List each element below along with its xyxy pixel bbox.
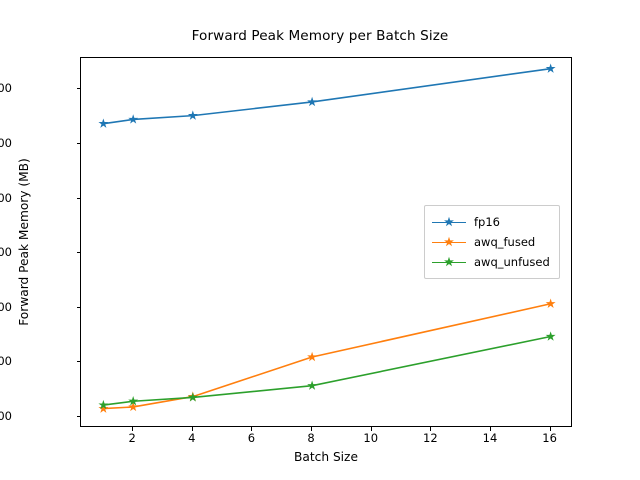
y-tick-label: 18000 xyxy=(0,81,12,96)
x-tick-mark xyxy=(370,427,372,431)
data-point-marker xyxy=(307,380,318,390)
series-awq_fused xyxy=(98,298,556,413)
plot-series-svg xyxy=(98,63,556,413)
legend-item-fp16[interactable]: fp16 xyxy=(432,212,550,232)
data-point-marker xyxy=(545,331,556,341)
star-icon xyxy=(444,256,454,267)
y-tick-mark xyxy=(76,361,80,363)
series-fp16 xyxy=(98,63,556,128)
x-tick-mark xyxy=(251,427,253,431)
x-tick-label: 10 xyxy=(363,431,379,445)
y-tick-mark xyxy=(76,252,80,254)
data-point-marker xyxy=(128,114,139,124)
x-tick-label: 14 xyxy=(482,431,498,445)
y-tick-mark xyxy=(76,197,80,199)
legend-swatch xyxy=(432,234,466,250)
legend-item-awq_unfused[interactable]: awq_unfused xyxy=(432,252,550,272)
y-tick-label: 6000 xyxy=(0,409,12,424)
x-tick-label: 12 xyxy=(423,431,438,445)
plot-area xyxy=(80,57,572,427)
data-point-marker xyxy=(128,396,139,406)
y-tick-mark xyxy=(76,88,80,90)
x-tick-label: 6 xyxy=(247,431,256,445)
data-point-marker xyxy=(545,63,556,73)
star-icon xyxy=(444,216,454,227)
series-awq_unfused xyxy=(98,331,556,410)
legend-swatch xyxy=(432,214,466,230)
y-tick-mark xyxy=(76,416,80,418)
legend-swatch xyxy=(432,254,466,270)
data-point-marker xyxy=(98,399,109,410)
x-tick-label: 4 xyxy=(188,431,196,445)
x-tick-mark xyxy=(490,427,491,431)
star-icon xyxy=(444,236,454,247)
y-tick-mark xyxy=(76,306,80,308)
y-tick-label: 14000 xyxy=(0,190,12,205)
series-line xyxy=(102,335,552,406)
x-tick-mark xyxy=(549,427,551,431)
chart-title: Forward Peak Memory per Batch Size xyxy=(191,28,449,44)
x-tick-label: 2 xyxy=(128,431,136,445)
x-tick-label: 8 xyxy=(307,431,315,445)
legend-label: awq_unfused xyxy=(474,255,550,269)
x-tick-label: 16 xyxy=(542,431,557,445)
data-point-marker xyxy=(187,110,198,120)
y-tick-mark xyxy=(76,143,80,144)
data-point-marker xyxy=(307,351,318,362)
y-tick-label: 8000 xyxy=(0,354,12,369)
y-axis-ticks: 6000 8000 10000 12000 14000 16000 18000 xyxy=(0,0,80,480)
y-tick-label: 12000 xyxy=(0,245,12,260)
y-tick-label: 10000 xyxy=(0,299,12,314)
data-point-marker xyxy=(128,401,139,412)
series-line xyxy=(102,302,552,410)
y-tick-label: 16000 xyxy=(0,136,12,150)
legend: fp16 awq_fused awq_unfused xyxy=(424,205,560,279)
legend-item-awq_fused[interactable]: awq_fused xyxy=(432,232,550,252)
legend-label: fp16 xyxy=(474,215,500,229)
x-tick-mark xyxy=(430,427,432,431)
legend-label: awq_fused xyxy=(474,235,536,249)
data-point-marker xyxy=(98,403,109,413)
data-point-marker xyxy=(98,118,109,128)
data-point-marker xyxy=(545,298,556,308)
x-tick-mark xyxy=(132,427,134,431)
series-line xyxy=(102,67,552,125)
data-point-marker xyxy=(187,392,198,402)
x-tick-mark xyxy=(311,427,313,431)
x-tick-mark xyxy=(191,427,193,431)
data-point-marker xyxy=(307,96,318,107)
x-axis-label: Batch Size xyxy=(294,450,358,464)
